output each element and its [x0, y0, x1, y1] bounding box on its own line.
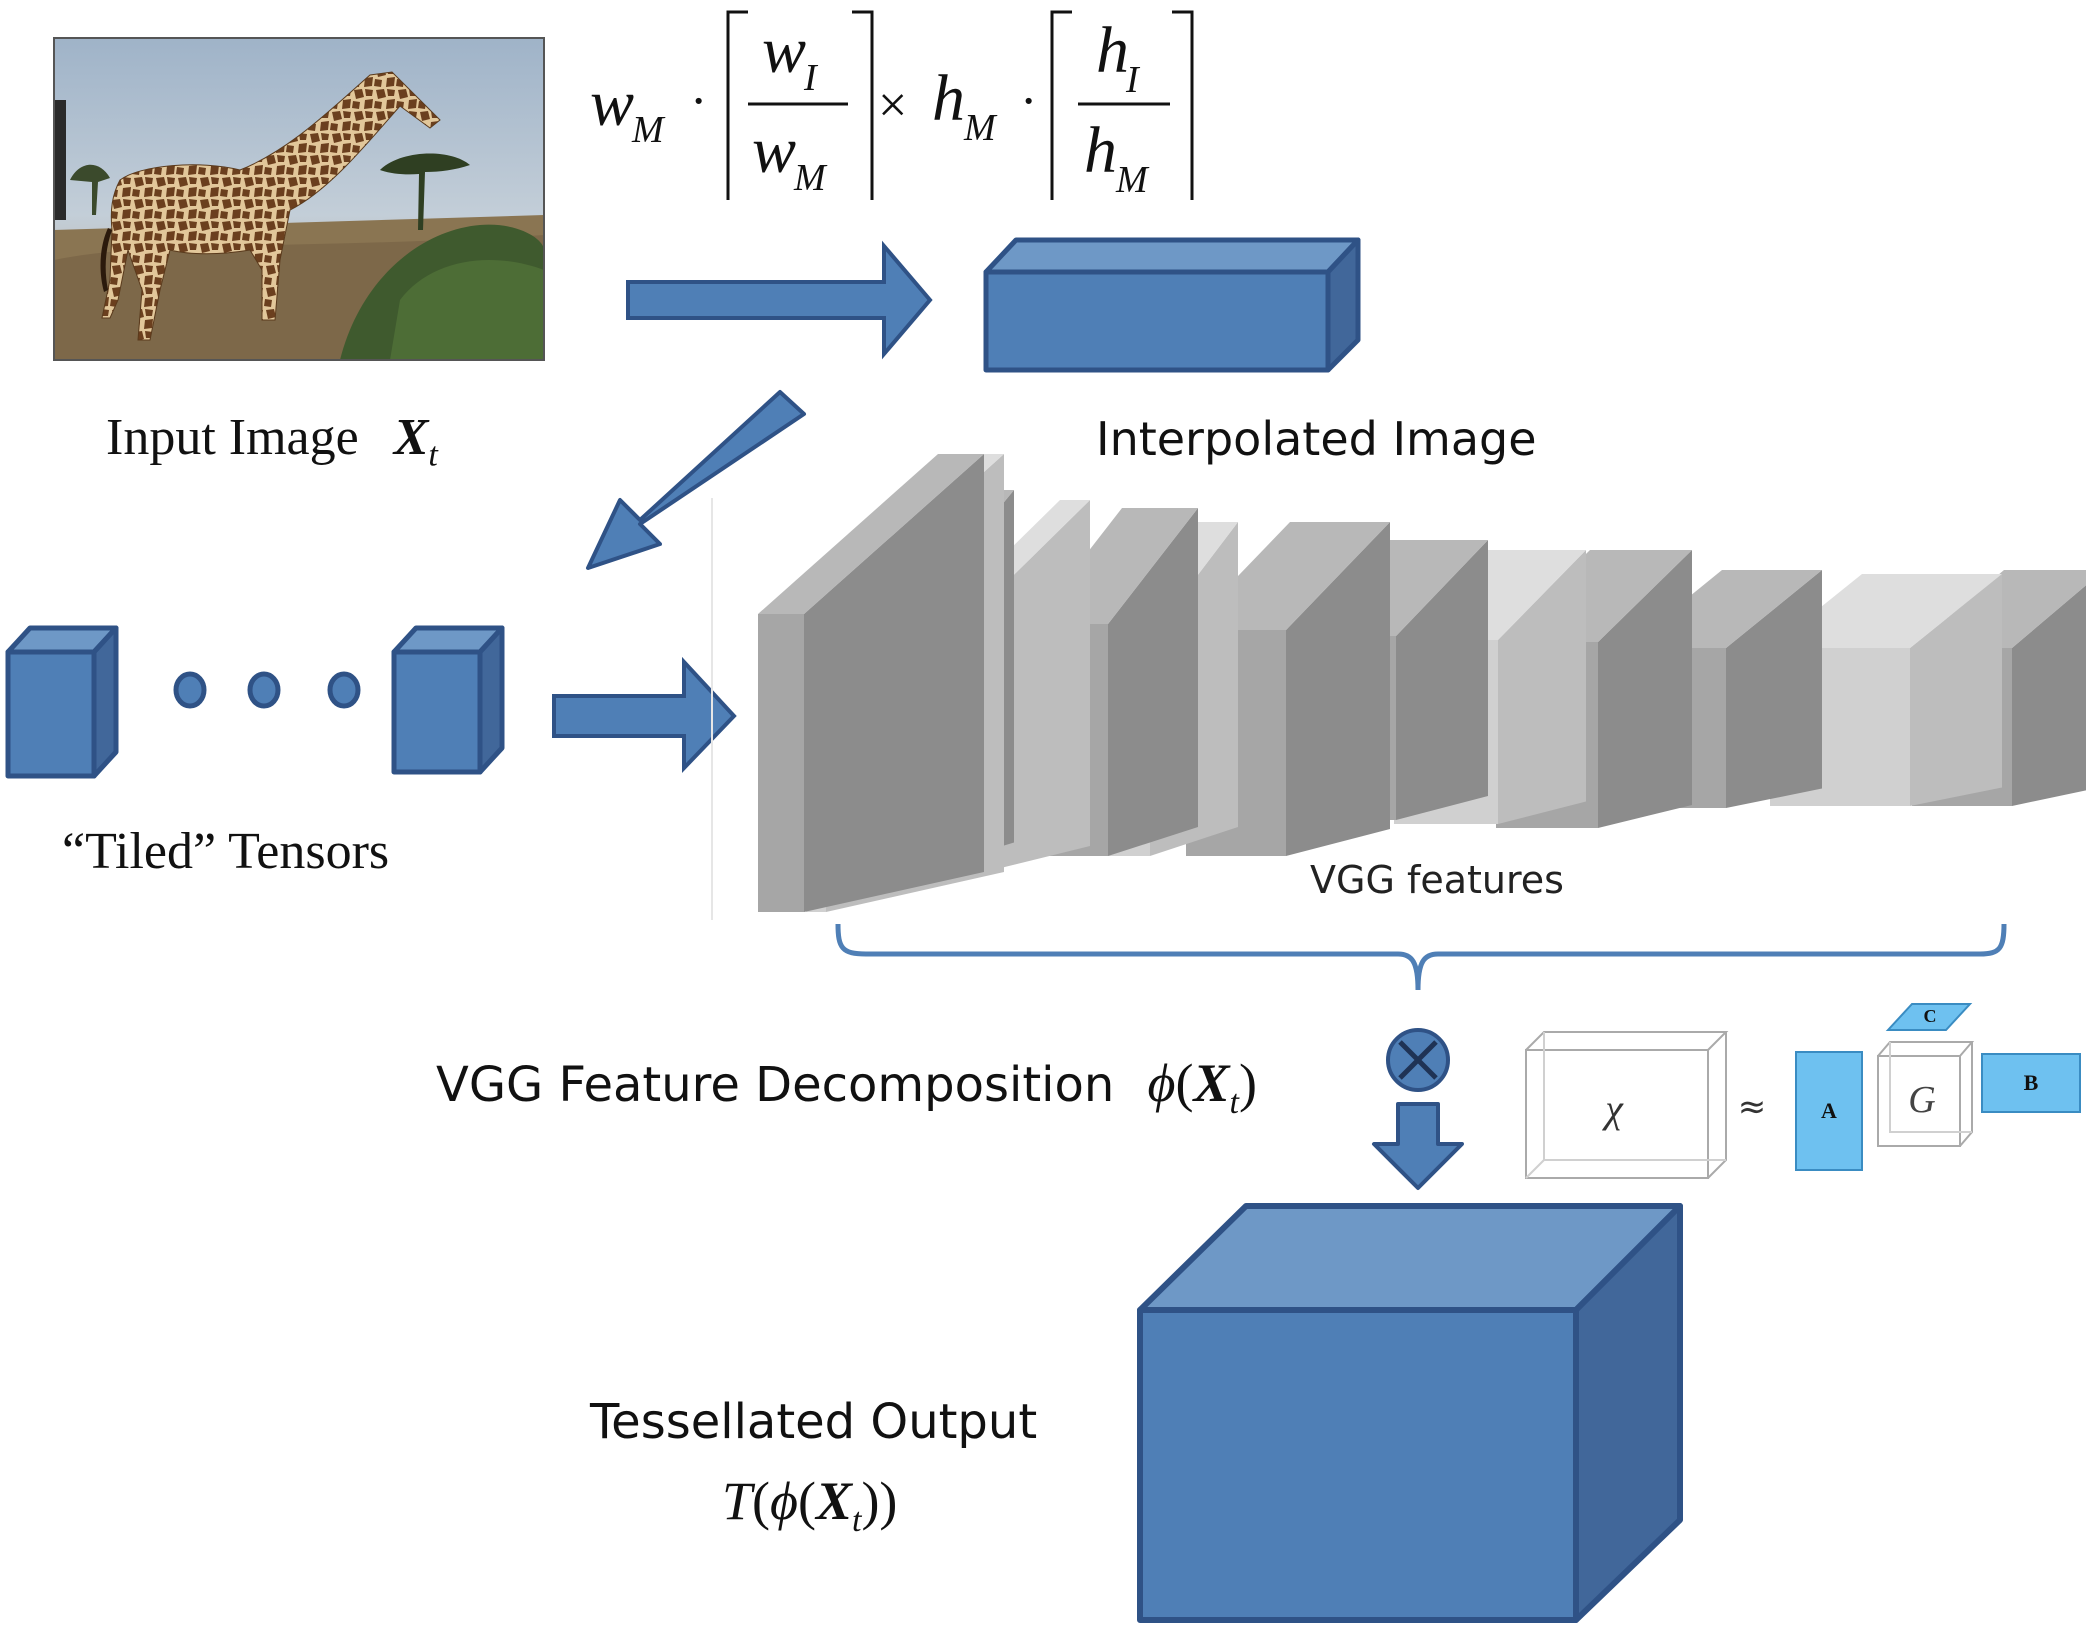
ceil-bracket-right-1: [852, 10, 874, 200]
tucker-c-label: C: [1924, 1006, 1937, 1026]
formula-den-w: w: [752, 114, 796, 187]
tessellated-output-formula: T(ϕ(Xt)): [722, 1471, 898, 1539]
input-image-label: Input Image Xt: [106, 408, 438, 474]
tessellated-output-label: Tessellated Output: [590, 1394, 1038, 1450]
formula-sub-i1: I: [803, 57, 819, 99]
tessellated-output-box: [1137, 1203, 1683, 1623]
tucker-a-factor: [1795, 1051, 1863, 1171]
arrow-to-vgg: [552, 656, 737, 773]
ceil-bracket-right-2: [1172, 10, 1194, 200]
formula-sub-m2: M: [793, 157, 828, 199]
vgg-decomposition-label: VGG Feature Decomposition ϕ(Xt): [436, 1052, 1257, 1122]
formula-h: h: [932, 62, 965, 135]
vgg-layer-1: [758, 454, 984, 912]
tucker-b-label: B: [2024, 1070, 2039, 1095]
interpolated-image-label: Interpolated Image: [1096, 412, 1537, 466]
interpolated-image-box: [983, 237, 1361, 373]
formula-dot2: ·: [1020, 73, 1037, 130]
ceil-bracket-left-2: [1050, 10, 1072, 200]
tucker-a-label: A: [1821, 1098, 1837, 1123]
tucker-x-label: χ: [1601, 1086, 1624, 1131]
tensor-product-icon: [1386, 1028, 1450, 1092]
tucker-x-tensor: [1525, 1031, 1729, 1179]
vgg-decomposition-formula: ϕ(Xt): [1147, 1053, 1257, 1121]
input-image-photo: [53, 37, 545, 361]
tucker-core-g: [1877, 1041, 1975, 1147]
input-image-text: Input Image: [106, 409, 359, 466]
arrow-to-interpolated: [626, 240, 933, 360]
formula-sub-m1: M: [631, 109, 666, 151]
input-image-symbol: Xt: [393, 409, 438, 474]
formula-w: w: [590, 67, 634, 140]
vgg-decomposition-text: VGG Feature Decomposition: [436, 1057, 1115, 1113]
vgg-feature-blocks: [758, 454, 2086, 912]
interpolation-formula: w M · w I w M × h M · h I h M: [590, 10, 1194, 201]
formula-den-h: h: [1084, 114, 1117, 187]
tiled-tensor-right: [391, 625, 505, 775]
formula-dot1: ·: [690, 73, 707, 130]
tucker-c-factor: [1885, 1003, 1973, 1031]
tiled-tensors-label: “Tiled” Tensors: [62, 823, 390, 880]
formula-times: ×: [878, 77, 907, 134]
approx-symbol: ≈: [1738, 1087, 1767, 1127]
formula-num-w: w: [762, 14, 806, 87]
arrow-to-tessellated: [1372, 1102, 1464, 1190]
tiled-tensor-left: [5, 625, 119, 779]
vgg-features-label: VGG features: [1310, 858, 1564, 902]
ellipsis-dots: [173, 671, 361, 709]
formula-sub-m3: M: [963, 107, 998, 149]
tucker-g-label: G: [1908, 1079, 1935, 1121]
curly-brace: [835, 923, 2007, 991]
ceil-bracket-left-1: [726, 10, 748, 200]
arrow-to-tiled-tensors: [586, 390, 806, 570]
tucker-b-factor: [1981, 1053, 2081, 1113]
formula-sub-i2: I: [1125, 59, 1141, 101]
formula-sub-m4: M: [1115, 159, 1150, 201]
formula-num-h: h: [1096, 14, 1129, 87]
